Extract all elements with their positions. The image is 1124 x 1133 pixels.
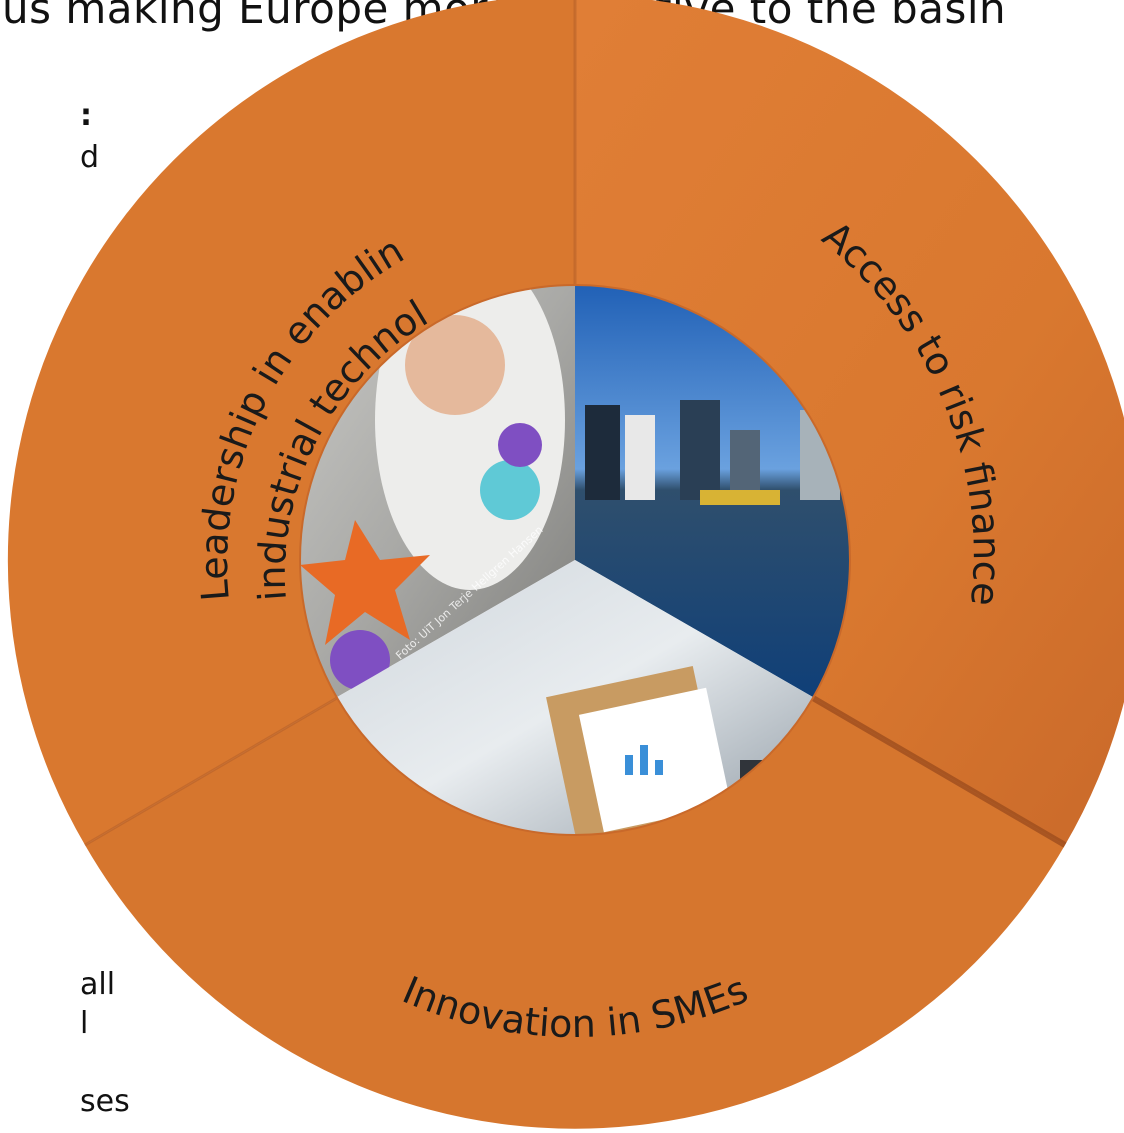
waterfront-building bbox=[700, 490, 780, 505]
scientist-face bbox=[405, 315, 505, 415]
flask bbox=[480, 460, 540, 520]
building bbox=[680, 400, 720, 500]
text-fragment: ses bbox=[80, 1084, 130, 1119]
segment-risk-finance bbox=[575, 0, 1124, 845]
chart-bar bbox=[640, 745, 648, 775]
text-fragment: l bbox=[80, 1006, 89, 1041]
text-fragment: : bbox=[80, 98, 92, 133]
text-fragment: d bbox=[80, 140, 100, 175]
glove bbox=[330, 630, 390, 690]
building bbox=[625, 415, 655, 500]
building bbox=[585, 405, 620, 500]
building bbox=[730, 430, 760, 500]
starfish-icon bbox=[300, 520, 430, 645]
segment-smes bbox=[85, 698, 1065, 1129]
inner-circle-border bbox=[299, 284, 851, 836]
text-fragment: all bbox=[80, 967, 116, 1002]
segment-divider bbox=[84, 696, 338, 847]
segment-leadership bbox=[7, 0, 575, 845]
chart-bar bbox=[625, 755, 633, 775]
segment-divider bbox=[811, 695, 1067, 848]
chart-bar bbox=[655, 760, 663, 775]
glove bbox=[498, 423, 542, 467]
